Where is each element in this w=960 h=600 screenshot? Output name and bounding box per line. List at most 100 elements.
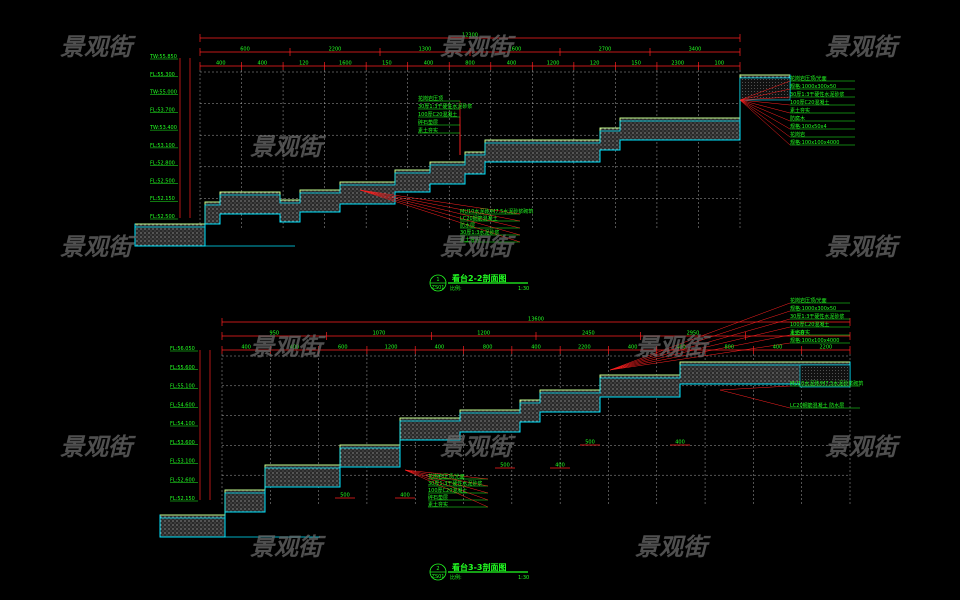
leader-line [359,189,521,229]
annotation-note: 防水层 [460,222,475,229]
scale-value: 1:30 [518,575,529,581]
section-index-sheet: ZS01 [432,574,445,580]
dimension-label: 2950 [687,331,700,337]
watermark-text: 景观街 [60,232,136,261]
elevation-label: TW:53.400 [149,125,177,131]
elevation-label: TW:55.000 [149,90,177,96]
watermark-text: 景观街 [635,332,711,361]
dimension-label: 1950 [791,331,804,337]
dimension-label: 400 [290,345,300,351]
dimension-label: 400 [531,345,541,351]
annotation-note: 100厚C20混凝土 [418,111,457,118]
leader-line [739,99,791,122]
elevation-label: FL:54.100 [170,421,195,427]
elevation-label: FL:52.150 [150,196,175,202]
elevation-label: FL:53.700 [150,107,175,113]
leader-line [359,189,521,215]
watermark-text: 景观街 [440,432,516,461]
dimension-label: 400 [628,345,638,351]
annotation-note: 100厚C20混凝土 [790,99,829,106]
annotation-note: 100厚C20混凝土 [790,321,829,328]
leader-line [404,469,489,487]
dimension-label: 2200 [329,47,342,53]
elevation-label: FL:52.500 [150,178,175,184]
leader-line [609,318,791,371]
watermark-text: 景观街 [60,432,136,461]
elevation-label: FL:52.600 [170,477,195,483]
annotation-note: MU10水泥砖/M7.5水泥砂浆砌筑 [790,380,863,387]
annotation-note: LC20钢筋混凝土 防水层 [790,402,844,409]
dimension-label: 2200 [578,345,591,351]
elevation-label: FL:53.100 [170,459,195,465]
leader-line [359,189,521,222]
dimension-label: 400 [435,345,445,351]
annotation-note: 素土夯实 [428,501,448,508]
dimension-label: 950 [270,331,280,337]
leader-line [719,385,791,391]
annotation-note: MU10水泥砖/M7.5水泥砂浆砌筑 [460,208,533,215]
leader-line [404,469,489,501]
annotation-note: 素土夯实 [418,127,438,134]
dimension-label: 120 [299,61,309,67]
elevation-label: FL:52.150 [170,496,195,502]
elevation-label: FL:53.600 [170,440,195,446]
annotation-note: 素土夯实 [790,329,810,336]
dimension-label: 1200 [385,345,398,351]
watermark-text: 景观街 [440,232,516,261]
leader-line [739,99,791,114]
dimension-label: 2700 [599,47,612,53]
annotation-note: 30厚1:3干硬性水泥砂浆 [428,480,482,487]
annotation-note: 花岗岩压顶 [418,95,443,102]
leader-line [739,99,791,106]
dimension-label: 800 [483,345,493,351]
annotation-note: 规格:1000x300x50 [790,83,836,90]
leader-line [359,189,521,236]
annotation-note: 30厚1:3干硬性水泥砂浆 [418,103,472,110]
footing-dimension-label: 500 [500,463,510,469]
annotation-note: 素土夯实 [460,236,480,243]
leader-line [739,80,791,101]
footing-dimension-label: 500 [340,493,350,499]
leader-line [739,99,791,146]
elevation-label: FL:52.500 [150,214,175,220]
leader-line [404,469,489,494]
annotation-note: 100厚C20混凝土 [428,487,467,494]
annotation-note: 规格:1000x300x50 [790,305,836,312]
leader-line [609,334,791,371]
dimension-label: 600 [338,345,348,351]
elevation-label: FL:55.600 [170,365,195,371]
watermark-text: 景观街 [825,432,901,461]
annotation-note: LC20钢筋混凝土 [460,215,498,222]
dimension-label: 2300 [671,61,684,67]
top-platform-fill [739,77,791,101]
annotation-note: 碎石垫层 [428,494,448,501]
elevation-label: FL:54.600 [170,402,195,408]
dimension-label: 2450 [582,331,595,337]
dimension-label: 1300 [419,47,432,53]
watermark-text: 景观街 [250,532,326,561]
dimension-label: 1200 [477,331,490,337]
footing-dimension-label: 400 [675,440,685,446]
watermark-text: 景观街 [440,32,516,61]
watermark-text: 景观街 [825,232,901,261]
section-title: 看台2-2剖面图 [451,273,506,283]
top-platform-fill [799,364,851,388]
elevation-label: FL:55.300 [150,72,175,78]
dimension-label: 100 [714,61,724,67]
leader-line [609,342,791,371]
annotation-note: 花岗岩压顶/光面 [428,473,465,480]
footing-dimension-label: 400 [400,493,410,499]
dimension-label: 2200 [819,345,832,351]
dimension-label: 1200 [547,61,560,67]
leader-line [739,88,791,101]
dimension-label: 400 [773,345,783,351]
annotation-note: 规格:100x100x4000 [790,139,839,146]
dimension-label: 13600 [528,317,544,323]
footing-dimension-label: 400 [555,463,565,469]
leader-line [404,469,489,480]
annotation-note: 30厚1:3干硬性水泥砂浆 [790,91,844,98]
dimension-label: 400 [241,345,251,351]
annotation-note: 规格:100x50x4 [790,123,827,130]
watermark-text: 景观街 [825,32,901,61]
